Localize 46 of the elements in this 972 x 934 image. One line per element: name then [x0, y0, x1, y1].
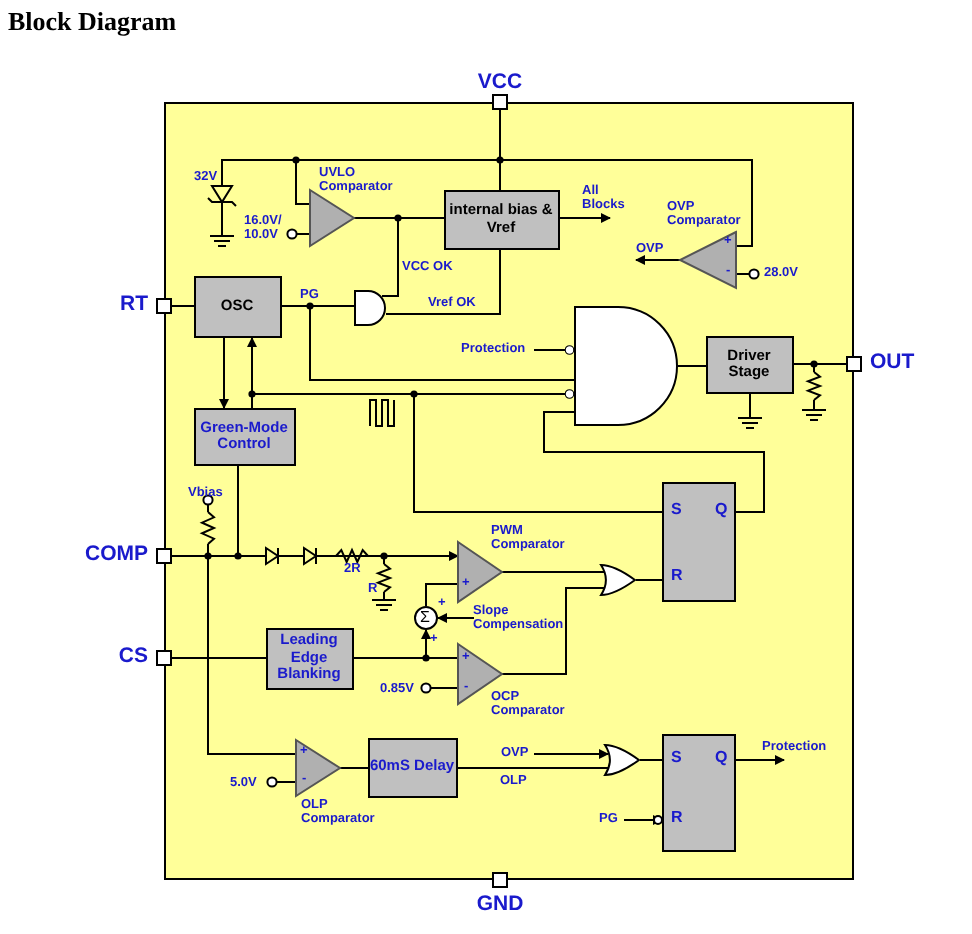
pin-label: R [671, 565, 683, 583]
diagram-title: Block Diagram [8, 6, 177, 38]
wire [635, 579, 663, 581]
wire [171, 305, 195, 307]
wire [353, 217, 399, 297]
wire [251, 393, 663, 513]
chip-outline [164, 102, 854, 880]
wire [501, 587, 605, 675]
signal-arrow [635, 255, 681, 265]
signal-arrow [533, 749, 609, 759]
wire [793, 363, 847, 365]
wire [339, 767, 369, 769]
wire [281, 305, 577, 381]
or-gate [603, 743, 639, 775]
and-gate [573, 305, 677, 425]
pin-label: VCC [475, 72, 525, 94]
wire [171, 657, 267, 659]
signal-arrow [437, 613, 475, 623]
wire [677, 365, 707, 367]
wire [171, 555, 297, 755]
pin-label: Q [715, 499, 728, 517]
pin-label: OUT [870, 352, 917, 374]
pin-label: CS [116, 646, 148, 668]
pin-label: RT [118, 294, 148, 316]
summing-junction: Σ [413, 605, 437, 629]
and-gate [353, 289, 385, 325]
signal-arrow [735, 755, 785, 765]
wire [425, 583, 459, 607]
sr-latch [661, 481, 735, 601]
signal-arrow [559, 213, 611, 223]
signal-arrow [353, 629, 431, 659]
pin-label: GND [474, 894, 526, 916]
wire [639, 759, 663, 761]
wire [457, 767, 611, 769]
wire [499, 109, 753, 247]
or-gate [599, 563, 635, 595]
wire [501, 571, 605, 573]
sr-latch [661, 733, 735, 851]
wire [543, 411, 765, 513]
wire [385, 249, 501, 315]
pin-label: S [671, 499, 682, 517]
signal-arrow [219, 337, 229, 409]
pin-label: Q [715, 747, 728, 765]
pin-label: COMP [83, 544, 148, 566]
pin-label: R [671, 807, 683, 825]
pin-label: S [671, 747, 682, 765]
